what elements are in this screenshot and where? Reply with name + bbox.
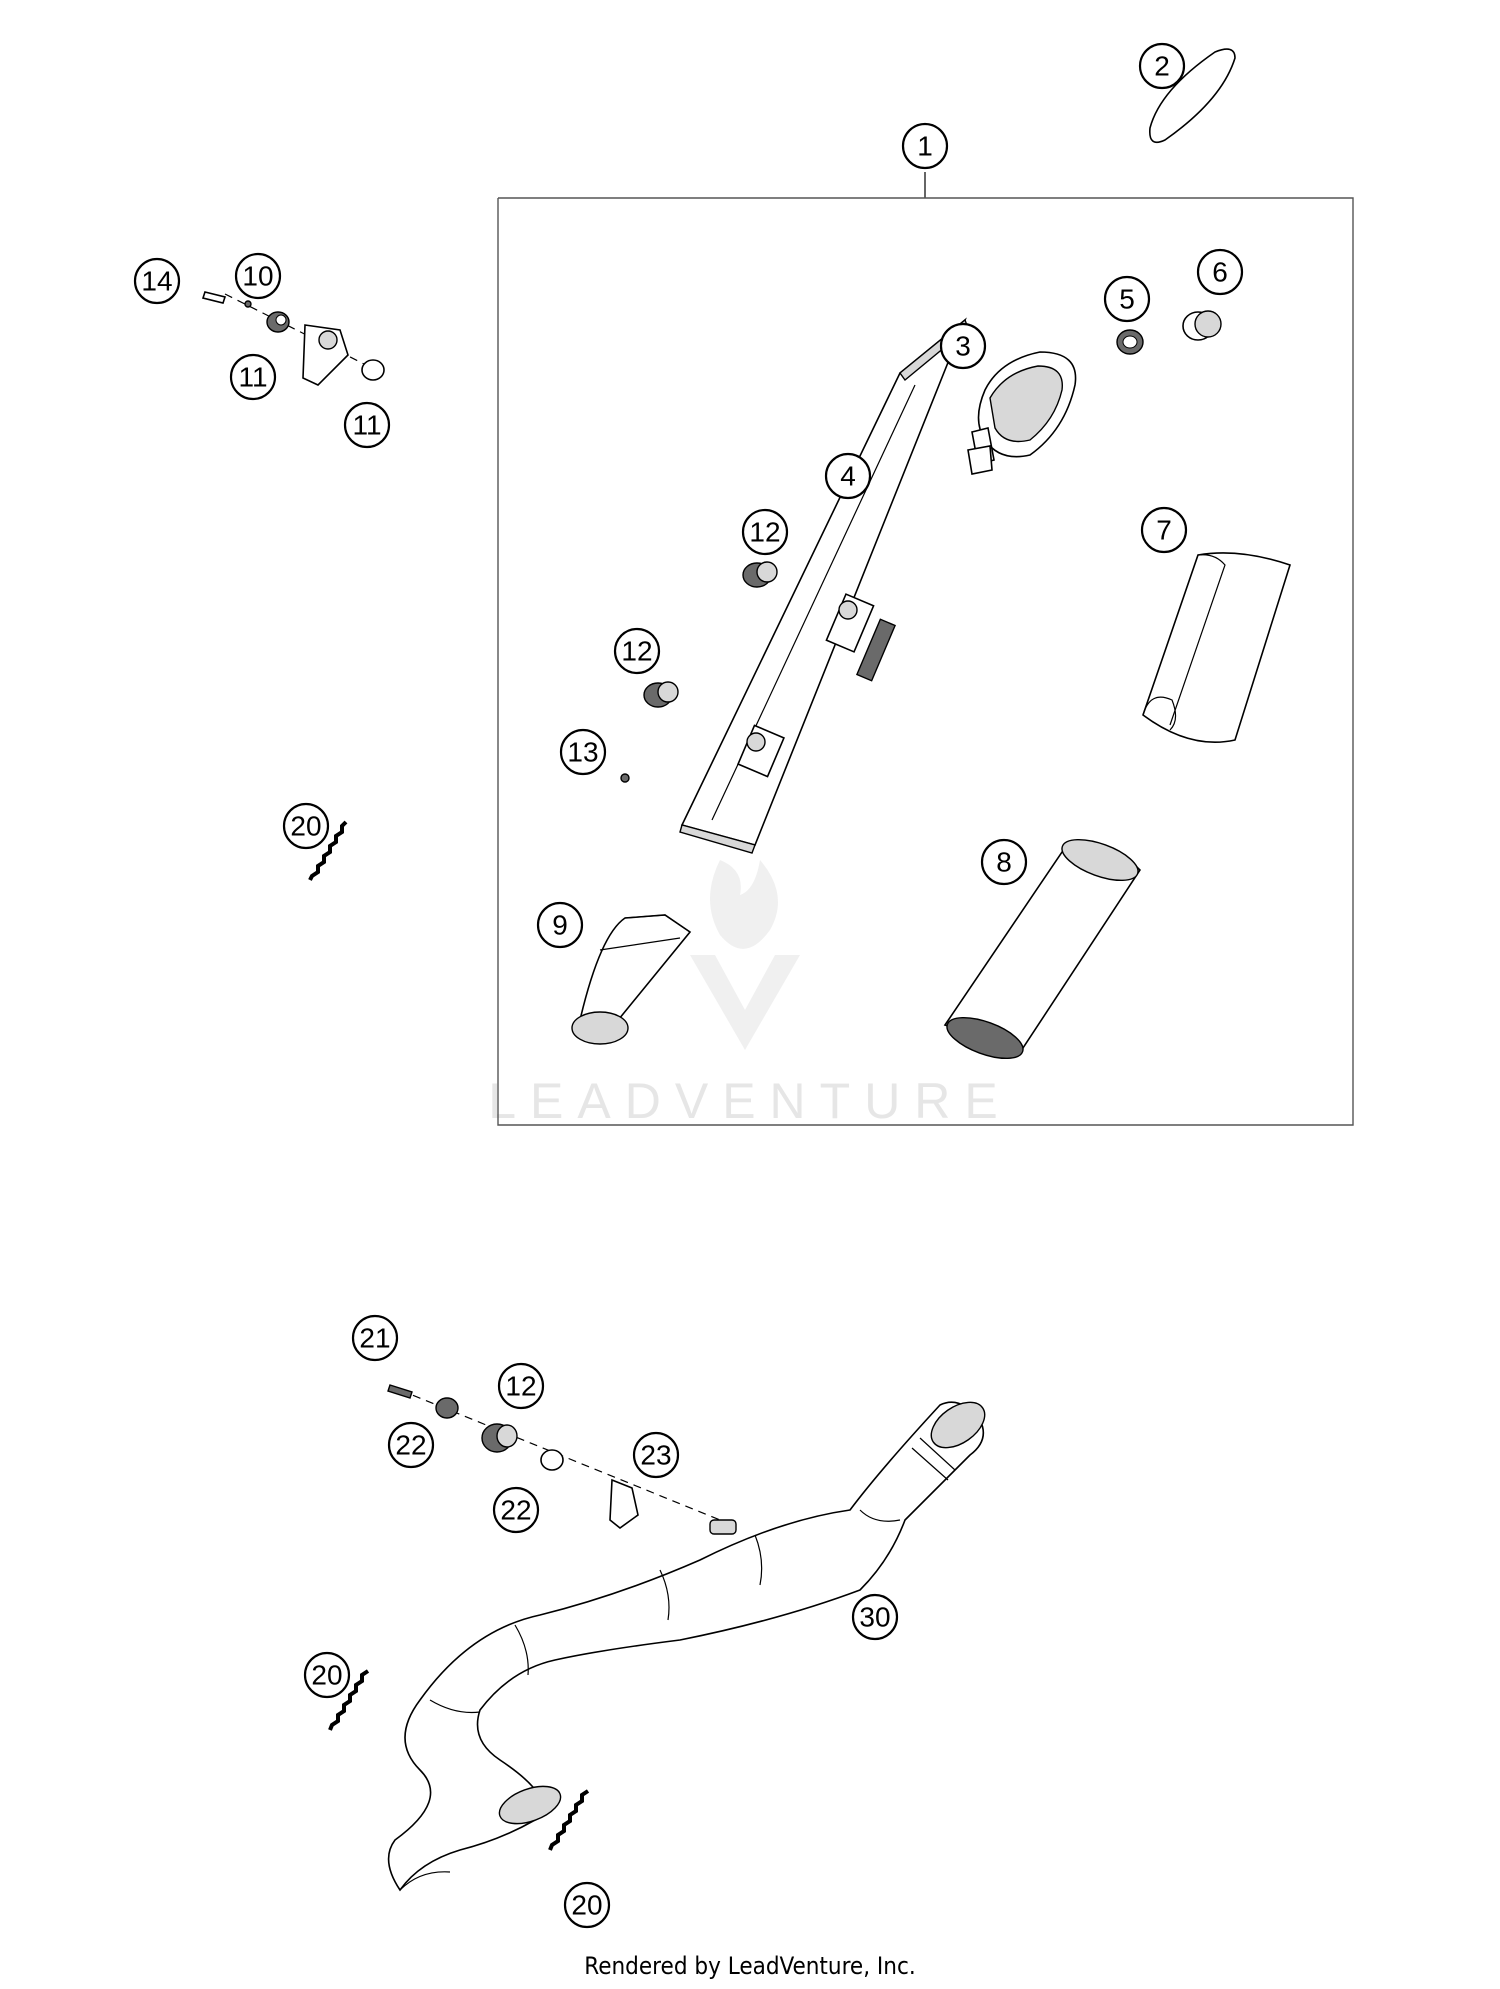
callout-20a: 20	[282, 802, 330, 850]
callout-20b-label: 20	[311, 1660, 342, 1691]
callout-22a-label: 22	[395, 1430, 426, 1461]
callout-7-label: 7	[1156, 515, 1172, 546]
callout-20c-label: 20	[571, 1890, 602, 1921]
callout-30: 30	[851, 1593, 899, 1641]
callout-22a: 22	[387, 1421, 435, 1469]
callout-9: 9	[536, 901, 584, 949]
callout-20b: 20	[303, 1651, 351, 1699]
part-8-inner-tube	[943, 838, 1142, 1060]
callout-22b-label: 22	[500, 1495, 531, 1526]
clamp-assembly-upper	[201, 291, 385, 386]
part-2-decal	[1148, 48, 1236, 144]
callout-6-label: 6	[1212, 257, 1228, 288]
callout-14: 14	[133, 257, 181, 305]
callout-12c-label: 12	[505, 1371, 536, 1402]
callout-4-label: 4	[840, 461, 856, 492]
part-20-spring-upper	[308, 820, 348, 881]
part-12-grommet-middle	[643, 681, 679, 708]
callout-12a-label: 12	[749, 517, 780, 548]
callout-12c: 12	[497, 1362, 545, 1410]
callout-21-label: 21	[359, 1323, 390, 1354]
part-5-ring	[1116, 329, 1144, 355]
part-12-grommet-upper	[742, 561, 778, 588]
callout-2: 2	[1138, 42, 1186, 90]
callout-22b: 22	[492, 1486, 540, 1534]
callout-7: 7	[1140, 506, 1188, 554]
callout-12b-label: 12	[621, 636, 652, 667]
part-6-sleeve-ring	[1182, 310, 1222, 341]
callout-20c: 20	[563, 1881, 611, 1929]
callout-23-label: 23	[640, 1440, 671, 1471]
callout-4: 4	[824, 452, 872, 500]
callout-13-label: 13	[567, 737, 598, 768]
callout-21: 21	[351, 1314, 399, 1362]
callout-10-label: 10	[242, 261, 273, 292]
part-3-end-cap	[967, 351, 1077, 475]
part-13-nut	[620, 773, 630, 783]
render-credit: Rendered by LeadVenture, Inc.	[584, 1952, 916, 1980]
part-20-spring-bottom	[548, 1789, 590, 1851]
callout-13: 13	[559, 728, 607, 776]
callout-9-label: 9	[552, 910, 568, 941]
callout-10: 10	[234, 252, 282, 300]
kit-bracket	[497, 172, 1354, 1126]
callout-11b: 11	[343, 401, 391, 449]
callout-20a-label: 20	[290, 811, 321, 842]
callout-14-label: 14	[141, 266, 172, 297]
watermark: LEADVENTURE	[488, 860, 1012, 1129]
callout-12a: 12	[741, 508, 789, 556]
callout-23: 23	[632, 1431, 680, 1479]
callout-8-label: 8	[996, 847, 1012, 878]
watermark-logo	[690, 860, 800, 1050]
callout-6: 6	[1196, 248, 1244, 296]
clamp-assembly-lower	[387, 1384, 721, 1530]
part-9-inlet-funnel	[571, 914, 692, 1045]
part-20-spring-lower-left	[328, 1669, 370, 1731]
callout-11a: 11	[229, 353, 277, 401]
part-30-header-pipe	[387, 1401, 986, 1892]
watermark-text: LEADVENTURE	[488, 1073, 1012, 1129]
callout-1: 1	[901, 122, 949, 170]
callout-12b: 12	[613, 627, 661, 675]
callout-3: 3	[939, 322, 987, 370]
callout-5: 5	[1103, 275, 1151, 323]
callout-8: 8	[980, 838, 1028, 886]
callout-2-label: 2	[1154, 51, 1170, 82]
part-7-insulation-wrap	[1142, 552, 1291, 743]
callout-30-label: 30	[859, 1602, 890, 1633]
callout-11a-label: 11	[238, 362, 267, 393]
part-4-silencer-shell	[679, 317, 969, 854]
callout-5-label: 5	[1119, 284, 1135, 315]
callout-3-label: 3	[955, 331, 971, 362]
callout-1-label: 1	[917, 131, 933, 162]
callout-11b-label: 11	[352, 410, 381, 441]
